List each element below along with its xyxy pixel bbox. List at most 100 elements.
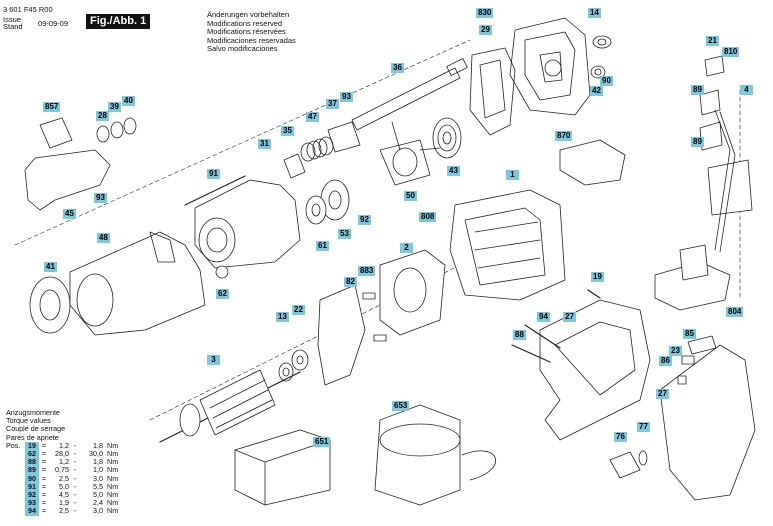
position-number: 93	[25, 499, 39, 508]
torque-min: 28,0	[55, 449, 69, 459]
handle-shell-part	[659, 344, 756, 501]
callout-50: 50	[404, 191, 417, 201]
callout-45: 45	[63, 209, 76, 219]
callout-2: 2	[400, 243, 413, 253]
callout-61: 61	[316, 241, 329, 251]
torque-unit: Nm	[107, 490, 119, 500]
equals-sign: =	[41, 465, 47, 475]
callout-93: 93	[340, 92, 353, 102]
plunger-shaft-part	[351, 58, 468, 131]
equals-sign: =	[41, 506, 47, 516]
handle-shell-part	[539, 299, 651, 441]
electronics-module-part	[654, 55, 753, 311]
callout-14: 14	[588, 8, 601, 18]
equals-sign: =	[41, 449, 47, 459]
callout-40: 40	[122, 96, 135, 106]
callout-92: 92	[358, 215, 371, 225]
position-number: 88	[25, 458, 39, 467]
equals-sign: =	[41, 457, 47, 467]
gear-housing-part	[509, 17, 591, 116]
torque-min: 2,5	[59, 506, 69, 516]
position-number: 92	[25, 490, 39, 500]
part-number: 3 601 F45 R00	[3, 5, 53, 14]
screw-part	[511, 344, 551, 363]
callout-21: 21	[706, 36, 719, 46]
modification-line: Modifications réservées	[207, 27, 286, 37]
torque-min: 2,5	[59, 473, 69, 483]
pos-label	[6, 466, 25, 474]
spring-part	[300, 136, 334, 162]
pos-label: Pos.	[6, 440, 21, 450]
callout-35: 35	[281, 126, 294, 136]
torque-max: 2,4	[93, 498, 103, 508]
motor-housing-part	[449, 189, 566, 301]
position-number: 62	[25, 449, 39, 459]
screw-part	[524, 324, 561, 349]
bush-part	[283, 153, 306, 179]
callout-41: 41	[44, 262, 57, 272]
torque-min: 5,0	[59, 481, 69, 491]
callout-29: 29	[479, 25, 492, 35]
armature-bearing-parts	[278, 349, 309, 382]
modifications-notice: Änderungen vorbehalten Modifications res…	[207, 10, 296, 54]
callout-653: 653	[392, 401, 410, 411]
pos-label	[6, 507, 25, 515]
equals-sign: =	[41, 440, 47, 450]
callout-37: 37	[326, 99, 339, 109]
torque-max: 3,0	[93, 473, 103, 483]
position-number: 89	[25, 466, 39, 475]
range-dash: -	[73, 490, 77, 500]
callout-3: 3	[207, 355, 220, 365]
switch-parts	[609, 450, 648, 479]
callout-4: 4	[740, 85, 753, 95]
foot-plate-part	[29, 276, 71, 334]
callout-13: 13	[276, 312, 289, 322]
torque-unit: Nm	[107, 473, 119, 483]
callout-91: 91	[207, 169, 220, 179]
lever-part	[24, 149, 111, 211]
callout-48: 48	[97, 233, 110, 243]
callout-1: 1	[506, 170, 519, 180]
pos-label	[6, 450, 25, 458]
position-number: 91	[25, 482, 39, 492]
torque-unit: Nm	[107, 465, 119, 475]
callout-651: 651	[313, 437, 331, 447]
range-dash: -	[73, 440, 77, 450]
stator-part	[379, 249, 446, 336]
torque-unit: Nm	[107, 449, 119, 459]
torque-title: Anzugsmomente	[6, 408, 60, 417]
torque-unit: Nm	[107, 498, 119, 508]
equals-sign: =	[41, 490, 47, 500]
callout-23: 23	[669, 346, 682, 356]
callout-88: 88	[513, 330, 526, 340]
battery-pack-part	[234, 429, 331, 506]
bearing-set-part	[305, 179, 350, 225]
figure-badge: Fig./Abb. 1	[86, 14, 151, 29]
callout-76: 76	[614, 432, 627, 442]
baffle-plate-part	[317, 284, 366, 386]
callout-90: 90	[600, 76, 613, 86]
torque-values-table: Anzugsmomente Torque values Couple de se…	[6, 408, 119, 516]
callout-89: 89	[691, 85, 704, 95]
cover-cap-part	[559, 139, 626, 186]
charger-part	[374, 404, 497, 506]
torque-max: 1,8	[93, 440, 103, 450]
callout-830: 830	[476, 8, 494, 18]
callout-19: 19	[591, 272, 604, 282]
callout-85: 85	[683, 329, 696, 339]
range-dash: -	[73, 506, 77, 516]
callout-22: 22	[292, 305, 305, 315]
issue-date: 09-09-09	[38, 19, 69, 28]
screw-part	[184, 175, 246, 206]
range-dash: -	[73, 465, 77, 475]
modification-line: Salvo modificaciones	[207, 44, 278, 54]
stand-label: Stand	[3, 22, 23, 31]
